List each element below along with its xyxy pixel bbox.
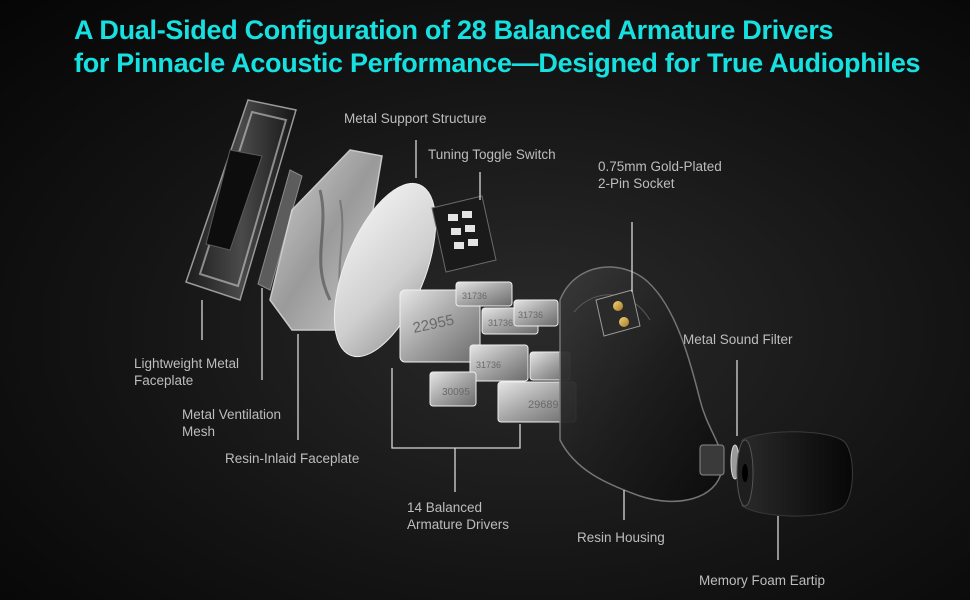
callout-drivers-line-2: Armature Drivers — [407, 517, 510, 532]
headline-line-1: A Dual-Sided Configuration of 28 Balance… — [74, 15, 834, 45]
memory-foam-eartip-part — [736, 431, 853, 517]
callout-socket: 0.75mm Gold-Plated 2-Pin Socket — [598, 158, 722, 192]
callout-eartip: Memory Foam Eartip — [699, 573, 826, 588]
driver-label-3: 31736 — [488, 318, 513, 328]
metal-support-disc-part — [333, 182, 437, 358]
callout-mesh-line-1: Metal Ventilation — [182, 407, 282, 422]
callout-socket-line-1: 0.75mm Gold-Plated — [598, 159, 722, 174]
callout-mesh-line-2: Mesh — [182, 424, 216, 439]
callout-metal-support: Metal Support Structure — [344, 111, 487, 126]
callout-tuning-switch: Tuning Toggle Switch — [428, 147, 556, 162]
callout-faceplate-line-1: Lightweight Metal — [134, 356, 240, 371]
balanced-armature-drivers: 22955 31736 31736 31736 30095 29689 3173… — [399, 281, 577, 423]
leader-lines — [201, 140, 779, 560]
callout-socket-line-2: 2-Pin Socket — [598, 176, 675, 191]
callout-drivers-line-1: 14 Balanced — [407, 500, 483, 515]
callout-resin-housing: Resin Housing — [577, 530, 665, 545]
callout-drivers: 14 Balanced Armature Drivers — [407, 499, 509, 533]
tuning-switch-part — [431, 195, 497, 273]
callout-mesh: Metal Ventilation Mesh — [182, 406, 281, 440]
headline: A Dual-Sided Configuration of 28 Balance… — [74, 14, 921, 80]
metal-faceplate-part — [185, 99, 297, 301]
callout-sound-filter: Metal Sound Filter — [683, 332, 793, 347]
leader-drivers-bracket — [391, 368, 521, 449]
ventilation-mesh-part — [257, 169, 303, 291]
driver-label-6: 29689 — [528, 399, 559, 411]
callout-faceplate-line-2: Faceplate — [134, 373, 194, 388]
headline-line-2: for Pinnacle Acoustic Performance—Design… — [74, 48, 921, 78]
callout-faceplate: Lightweight Metal Faceplate — [134, 355, 239, 389]
callout-resin-faceplate: Resin-Inlaid Faceplate — [225, 451, 360, 466]
resin-housing-part — [559, 266, 725, 503]
driver-label-4: 31736 — [518, 310, 543, 320]
driver-label-2: 31736 — [462, 291, 487, 301]
driver-label-5: 30095 — [442, 387, 470, 398]
driver-label-7: 31736 — [476, 360, 501, 370]
